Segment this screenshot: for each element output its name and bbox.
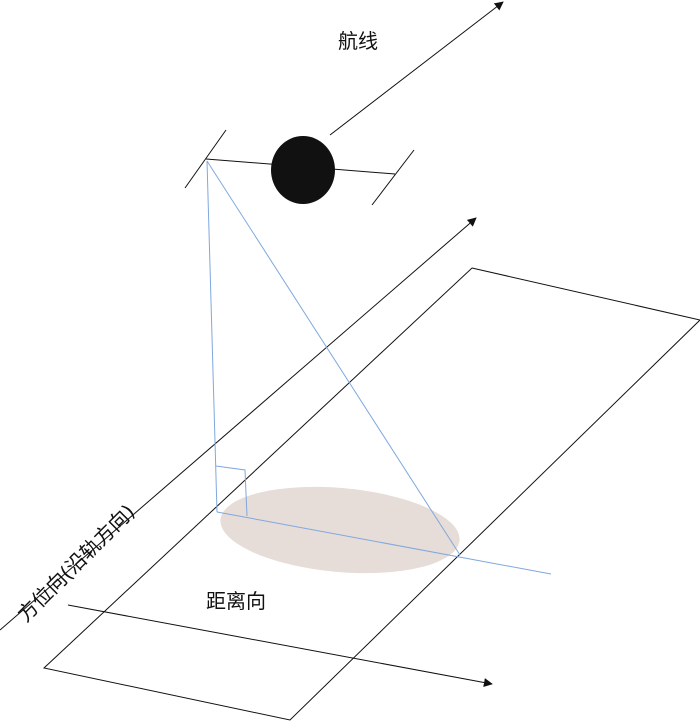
nadir-beam-line [206,160,218,513]
antenna-footprint [220,486,460,574]
slant-beam-line [206,160,461,556]
azimuth-label: 方位向(沿轨方向) [13,500,140,627]
ground-range-line [216,511,552,575]
flight-line-label: 航线 [338,29,378,53]
range-label: 距离向 [206,589,266,613]
range-axis-arrow [67,604,493,687]
right-angle-marker [215,465,248,517]
satellite-body [271,136,335,204]
antenna-left-tick [184,129,227,189]
azimuth-axis-arrow [0,217,477,631]
ground-swath [42,267,700,721]
flight-line-arrow [329,1,504,136]
antenna-right-tick [371,149,415,206]
